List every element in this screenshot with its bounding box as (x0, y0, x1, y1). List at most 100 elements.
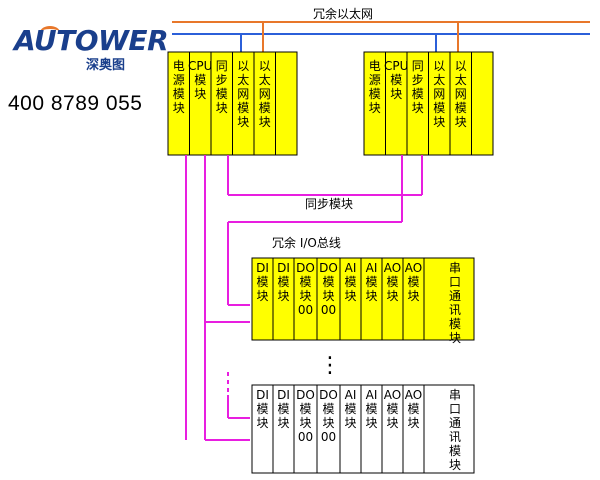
svg-text:CPU: CPU (188, 59, 212, 73)
svg-text:00: 00 (298, 303, 313, 317)
svg-text:模: 模 (259, 101, 271, 115)
svg-text:模: 模 (277, 402, 289, 416)
svg-text:块: 块 (390, 87, 402, 101)
svg-text:块: 块 (344, 289, 356, 303)
svg-text:块: 块 (277, 289, 289, 303)
svg-text:块: 块 (407, 289, 419, 303)
svg-text:块: 块 (433, 115, 445, 129)
svg-text:模: 模 (344, 275, 356, 289)
svg-text:块: 块 (365, 416, 377, 430)
svg-text:模: 模 (344, 402, 356, 416)
svg-text:网: 网 (433, 87, 445, 101)
svg-text:通: 通 (449, 416, 461, 430)
svg-text:模: 模 (407, 275, 419, 289)
rack-left-module-2: 同步模块 (216, 59, 228, 115)
svg-text:00: 00 (321, 303, 336, 317)
svg-text:AO: AO (384, 388, 401, 402)
io-rack-top-slot-8 (423, 257, 475, 341)
svg-text:块: 块 (344, 416, 356, 430)
svg-text:模: 模 (390, 73, 402, 87)
svg-text:讯: 讯 (449, 430, 461, 444)
io-bus-label: 冗余 I/O总线 (272, 236, 341, 250)
svg-text:块: 块 (449, 331, 461, 345)
svg-text:网: 网 (259, 87, 271, 101)
svg-text:同: 同 (412, 59, 424, 73)
svg-text:模: 模 (173, 87, 185, 101)
svg-text:CPU: CPU (384, 59, 408, 73)
logo-subtitle: 深奥图 (86, 58, 126, 73)
svg-text:模: 模 (194, 73, 206, 87)
svg-text:模: 模 (369, 87, 381, 101)
svg-text:模: 模 (237, 101, 249, 115)
svg-text:模: 模 (449, 444, 461, 458)
svg-text:DO: DO (319, 388, 338, 402)
svg-text:模: 模 (322, 275, 334, 289)
svg-text:块: 块 (412, 101, 424, 115)
svg-text:块: 块 (216, 101, 228, 115)
svg-text:通: 通 (449, 289, 461, 303)
svg-text:口: 口 (449, 402, 461, 416)
svg-text:网: 网 (455, 87, 467, 101)
svg-text:模: 模 (256, 402, 268, 416)
svg-text:讯: 讯 (449, 303, 461, 317)
svg-text:步: 步 (216, 73, 228, 87)
ethernet-label: 冗余以太网 (313, 7, 374, 21)
svg-text:模: 模 (216, 87, 228, 101)
svg-text:同: 同 (216, 59, 228, 73)
svg-text:块: 块 (173, 101, 185, 115)
svg-text:AI: AI (345, 388, 357, 402)
rack-right-slot-5 (471, 51, 494, 156)
sync-label: 同步模块 (305, 197, 354, 211)
svg-text:模: 模 (407, 402, 419, 416)
svg-text:步: 步 (412, 73, 424, 87)
svg-text:块: 块 (365, 289, 377, 303)
svg-text:口: 口 (449, 275, 461, 289)
svg-text:模: 模 (322, 402, 334, 416)
phone-number: 400 8789 055 (8, 92, 143, 115)
io-rack-bottom-slot-8 (423, 384, 475, 474)
svg-text:以: 以 (259, 59, 271, 73)
svg-text:串: 串 (449, 261, 461, 275)
svg-text:AI: AI (366, 261, 378, 275)
svg-text:太: 太 (237, 72, 249, 87)
svg-text:模: 模 (256, 275, 268, 289)
svg-text:DO: DO (296, 388, 315, 402)
svg-text:AO: AO (405, 388, 422, 402)
svg-text:块: 块 (455, 115, 467, 129)
svg-text:块: 块 (256, 289, 268, 303)
svg-text:模: 模 (386, 275, 398, 289)
svg-text:块: 块 (256, 416, 268, 430)
svg-text:太: 太 (433, 72, 445, 87)
svg-text:DI: DI (256, 388, 269, 402)
svg-text:块: 块 (277, 416, 289, 430)
svg-text:模: 模 (455, 101, 467, 115)
svg-text:块: 块 (194, 87, 206, 101)
svg-text:DI: DI (277, 261, 290, 275)
io-rack-ellipsis: ⋮ (319, 353, 341, 378)
svg-text:电: 电 (369, 59, 381, 73)
svg-text:串: 串 (449, 388, 461, 402)
svg-text:以: 以 (237, 59, 249, 73)
logo-text: AUTOWER (14, 24, 169, 57)
svg-text:模: 模 (433, 101, 445, 115)
